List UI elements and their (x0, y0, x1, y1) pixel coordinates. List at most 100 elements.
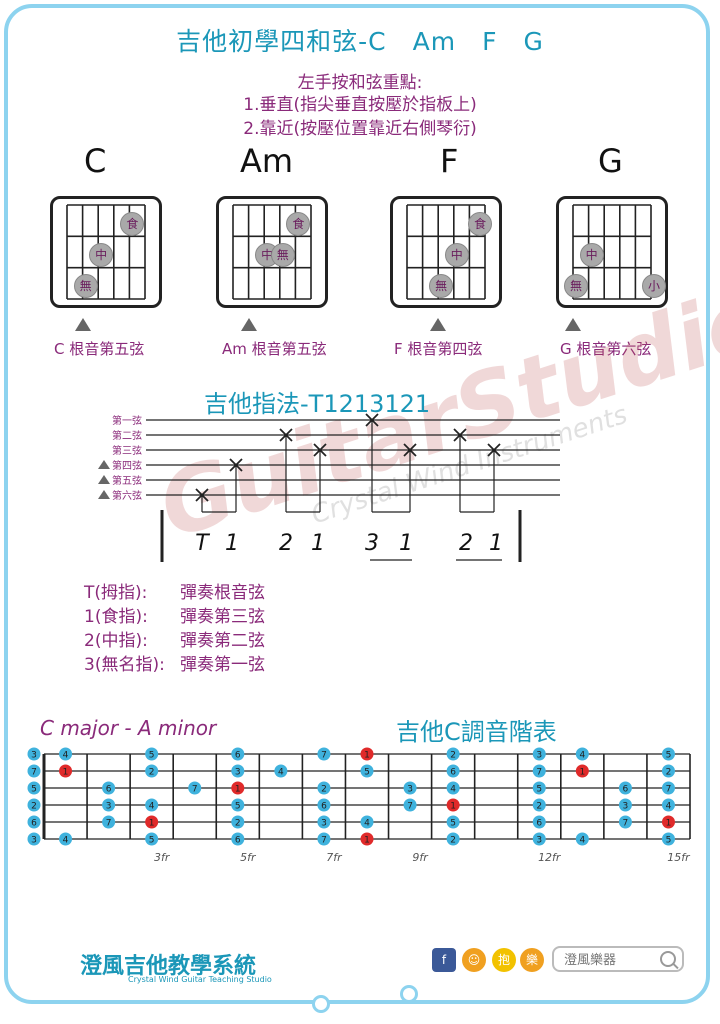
scale-note-label: 5 (149, 836, 155, 846)
finger-pattern-label: 1 (399, 531, 413, 556)
scale-note-label: 6 (623, 785, 629, 795)
search-box[interactable] (552, 946, 684, 972)
scale-note-dot (102, 815, 116, 829)
scale-note-label: 3 (536, 751, 542, 761)
scale-note-label: 6 (31, 819, 37, 829)
scale-note-label: 7 (407, 802, 413, 812)
scale-note-dot (59, 747, 73, 761)
scale-note-dot (59, 764, 73, 778)
scale-title: C major - A minor (40, 716, 217, 740)
scale-note-label: 4 (63, 751, 69, 761)
scale-note-dot (102, 781, 116, 795)
scale-note-dot (532, 764, 546, 778)
chord-root-label-3: G 根音第六弦 (560, 340, 652, 358)
scale-note-label: 2 (450, 751, 456, 761)
facebook-icon[interactable]: f (432, 948, 456, 972)
scale-note-label: 6 (536, 819, 542, 829)
scale-note-label: 3 (407, 785, 413, 795)
fret-number-label: 3fr (154, 851, 171, 864)
scale-note-label: 1 (149, 819, 155, 829)
scale-note-label: 7 (192, 785, 198, 795)
scale-note-dot (27, 815, 41, 829)
scale-note-dot (403, 798, 417, 812)
root-triangle-icon (565, 318, 581, 331)
tab-string-label: 第一弦 (112, 414, 142, 427)
scale-note-dot (231, 815, 245, 829)
root-triangle-icon (98, 475, 110, 484)
legend-desc: 彈奏根音弦 (180, 583, 265, 603)
legend-key: 2(中指): (84, 631, 148, 651)
scale-note-label: 4 (63, 836, 69, 846)
scale-note-dot (317, 832, 331, 846)
tab-string-label: 第四弦 (112, 459, 142, 472)
scale-note-dot (145, 832, 159, 846)
root-triangle-icon (430, 318, 447, 331)
tips-line-1: 1.垂直(指尖垂直按壓於指板上) (243, 95, 477, 115)
scale-note-label: 6 (106, 785, 112, 795)
scale-note-dot (102, 798, 116, 812)
chord-finger-dot: 無 (73, 274, 98, 299)
fret-number-label: 15fr (667, 851, 691, 864)
search-input[interactable] (562, 949, 662, 971)
chord-finger-dot: 食 (120, 211, 145, 236)
scale-note-label: 2 (31, 802, 37, 812)
scale-note-dot (532, 798, 546, 812)
store-icon[interactable]: 樂 (520, 948, 544, 972)
chord-grid (406, 204, 486, 300)
scale-note-dot (59, 832, 73, 846)
scale-note-dot (360, 747, 374, 761)
scale-note-label: 5 (235, 802, 241, 812)
scale-note-label: 6 (235, 751, 241, 761)
scale-note-label: 3 (321, 819, 327, 829)
chord-root-label-1: Am 根音第五弦 (222, 340, 327, 358)
scale-note-label: 4 (450, 785, 456, 795)
scale-note-label: 2 (321, 785, 327, 795)
legend-row: 1(食指):彈奏第三弦 (84, 602, 265, 627)
scale-note-label: 3 (623, 802, 629, 812)
root-triangle-icon (74, 318, 91, 331)
scale-note-dot (145, 747, 159, 761)
scale-note-label: 2 (149, 768, 155, 778)
scale-note-label: 2 (536, 802, 542, 812)
fingering-title: 吉他指法-T1213121 (204, 390, 431, 418)
scale-note-label: 7 (31, 768, 37, 778)
hug-icon[interactable]: 抱 (492, 948, 516, 972)
scale-note-dot (575, 764, 589, 778)
scale-note-dot (532, 815, 546, 829)
scale-note-label: 1 (235, 785, 241, 795)
scale-note-dot (231, 798, 245, 812)
scale-note-label: 3 (235, 768, 241, 778)
tab-string-label: 第二弦 (112, 429, 142, 442)
scale-note-label: 4 (579, 836, 585, 846)
scale-note-dot (446, 764, 460, 778)
chord-finger-dot: 無 (564, 274, 588, 299)
scale-note-label: 1 (666, 819, 672, 829)
mascot-icon[interactable]: ☺ (462, 948, 486, 972)
scale-note-dot (618, 815, 632, 829)
scale-note-label: 7 (666, 785, 672, 795)
scale-note-dot (231, 747, 245, 761)
scale-note-dot (317, 781, 331, 795)
scale-note-dot (575, 747, 589, 761)
scale-note-label: 4 (278, 768, 284, 778)
chord-finger-dot: 中 (579, 243, 604, 267)
scale-note-dot (274, 764, 288, 778)
scale-note-label: 5 (536, 785, 542, 795)
chord-finger-dot: 食 (286, 211, 311, 236)
chord-grid (232, 204, 312, 300)
chord-finger-dot: 中 (444, 243, 469, 267)
legend-desc: 彈奏第二弦 (180, 631, 265, 651)
scale-note-label: 5 (450, 819, 456, 829)
search-icon[interactable] (660, 951, 676, 967)
scale-note-dot (231, 764, 245, 778)
scale-note-label: 6 (235, 836, 241, 846)
scale-note-dot (360, 815, 374, 829)
finger-pattern-label: 1 (225, 531, 239, 556)
chord-name-0: C (84, 142, 107, 180)
page-title: 吉他初學四和弦-C Am F G (176, 27, 544, 56)
scale-note-label: 4 (579, 751, 585, 761)
finger-pattern-label: T (195, 531, 210, 556)
frame-knob-left (312, 995, 330, 1013)
scale-note-dot (145, 764, 159, 778)
fret-number-label: 5fr (240, 851, 257, 864)
